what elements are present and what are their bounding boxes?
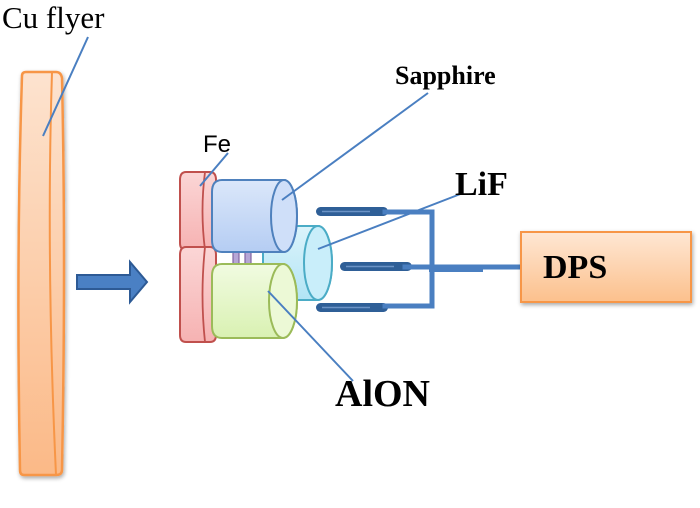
fe-disc-top: [179, 171, 217, 251]
leader-fe: [199, 152, 229, 187]
sapphire-window-cylinder: [211, 179, 298, 253]
lif-label: LiF: [455, 166, 508, 203]
probe-fibers: [316, 207, 412, 312]
alon-window-cylinder: [211, 263, 298, 339]
cu-flyer-label: Cu flyer: [2, 0, 105, 35]
leader-alon: [267, 290, 354, 382]
fe-label: Fe: [203, 131, 232, 158]
alon-label: AlON: [335, 373, 430, 415]
leader-cu-flyer: [42, 36, 89, 137]
leader-lif: [317, 192, 464, 250]
fiber-bundle-wiring: [382, 209, 523, 309]
sapphire-label: Sapphire: [395, 61, 496, 90]
fe-disc-bottom: [179, 246, 217, 343]
leader-lines: [42, 36, 464, 382]
cu-flyer-plate: [17, 70, 66, 477]
dps-box: [520, 231, 692, 303]
impact-direction-arrow-icon: [76, 259, 149, 305]
dps-label: DPS: [543, 249, 608, 286]
leader-sapphire: [281, 92, 429, 201]
